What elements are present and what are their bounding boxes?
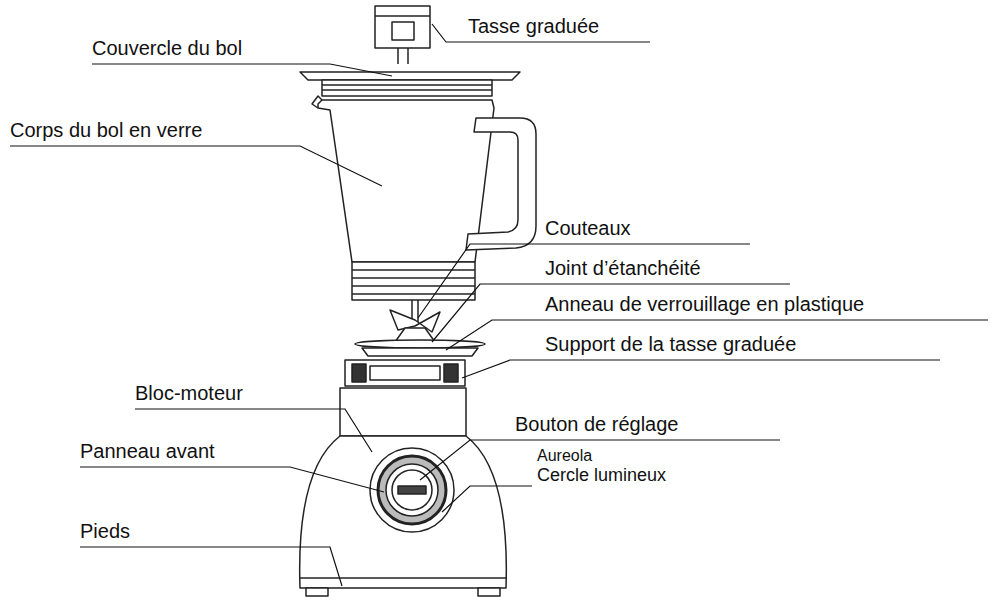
drawing-stroke: [375, 15, 430, 17]
drawing-stroke: [352, 262, 475, 300]
part-label: Cercle lumineux: [537, 463, 666, 487]
drawing-stroke: [322, 80, 492, 96]
drawing-stroke: [322, 89, 492, 91]
leader-line: [80, 467, 384, 492]
drawing-stroke: [352, 285, 475, 287]
leader-line: [80, 547, 342, 586]
part-label: Corps du bol en verre: [10, 118, 202, 142]
drawing-stroke: [352, 277, 475, 279]
drawing-stroke: [352, 364, 366, 382]
blade-assembly: [390, 300, 440, 342]
drawing-stroke: [397, 48, 399, 64]
measuring-cup: [375, 6, 430, 64]
drawing-stroke: [444, 364, 458, 382]
drawing-stroke: [375, 6, 430, 48]
part-label: Bouton de réglage: [515, 412, 678, 436]
drawing-stroke: [300, 577, 506, 579]
part-label: Couteaux: [545, 216, 631, 240]
drawing-stroke: [392, 470, 432, 510]
leader-line: [92, 64, 392, 76]
locking-ring: [362, 348, 478, 356]
motor-base: [300, 388, 507, 596]
drawing-stroke: [370, 448, 454, 532]
drawing-stroke: [312, 96, 322, 108]
drawing-stroke: [370, 366, 440, 380]
foot: [306, 588, 328, 596]
drawing-stroke: [407, 48, 409, 64]
drawing-stroke: [352, 269, 475, 271]
leader-lines: [10, 24, 988, 586]
leader-line: [462, 360, 940, 378]
drawing-stroke: [300, 6, 536, 596]
jar-lid: [300, 72, 520, 96]
drawing-stroke: [345, 360, 465, 386]
part-label: Tasse graduée: [468, 14, 599, 38]
drawing-stroke: [352, 293, 475, 295]
part-label: Panneau avant: [80, 439, 215, 463]
part-label: Anneau de verrouillage en plastique: [545, 292, 864, 316]
glass-jar: [312, 96, 536, 300]
drawing-stroke: [322, 84, 492, 86]
part-label: Bloc-moteur: [135, 381, 243, 405]
part-label: Couvercle du bol: [92, 36, 242, 60]
part-label: Aureola: [537, 444, 592, 468]
part-label: Support de la tasse graduée: [545, 332, 796, 356]
drawing-stroke: [378, 456, 446, 524]
gasket: [355, 340, 485, 348]
drawing-stroke: [417, 300, 419, 322]
part-label: Pieds: [80, 519, 130, 543]
leader-line: [442, 486, 532, 512]
drawing-stroke: [340, 388, 466, 436]
foot: [478, 588, 500, 596]
drawing-stroke: [300, 436, 507, 588]
control-dial: [370, 448, 454, 532]
part-label: Joint d’étanchéité: [545, 256, 701, 280]
cup-support: [345, 360, 465, 386]
drawing-stroke: [398, 486, 426, 494]
drawing-stroke: [392, 22, 414, 40]
leader-line: [10, 146, 382, 186]
drawing-stroke: [466, 118, 536, 250]
drawing-stroke: [300, 72, 520, 80]
